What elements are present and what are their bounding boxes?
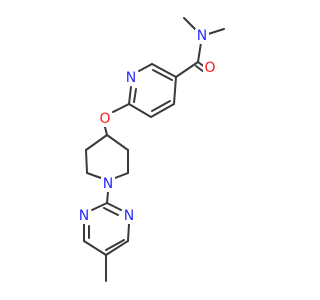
bond — [151, 63, 177, 78]
bond — [128, 86, 132, 105]
bond — [91, 202, 108, 211]
bond — [128, 103, 152, 118]
bond — [133, 88, 137, 103]
pyridine-nitrogen-label: N — [126, 70, 136, 86]
bond — [105, 239, 125, 251]
bond — [85, 134, 108, 151]
bond — [127, 223, 130, 242]
bond — [114, 172, 129, 179]
pyrimidine-nitrogen-label: N — [79, 208, 89, 224]
bond — [105, 240, 129, 256]
bond — [152, 69, 173, 81]
carbonyl-oxygen-label: O — [204, 60, 215, 76]
bond — [175, 61, 199, 78]
bond — [85, 149, 88, 174]
bond — [173, 76, 177, 105]
pyrimidine-nitrogen-label: N — [124, 208, 134, 224]
molecule-structure: N O N O N N N — [77, 17, 225, 282]
bond — [138, 63, 153, 72]
bond — [103, 207, 119, 216]
bond-layer — [83, 17, 225, 282]
bond — [106, 134, 129, 151]
bond — [83, 240, 107, 256]
bond — [195, 65, 205, 73]
bond — [106, 191, 109, 204]
atom-label-layer: N O N O N N N — [77, 28, 217, 224]
bond — [104, 126, 108, 136]
piperidine-nitrogen-label: N — [103, 176, 113, 192]
bond — [86, 172, 102, 179]
bond — [112, 103, 130, 113]
bond — [150, 103, 175, 118]
amide-nitrogen-label: N — [197, 28, 207, 44]
bond — [151, 100, 171, 112]
bond — [106, 202, 122, 211]
ether-oxygen-label: O — [99, 111, 110, 127]
